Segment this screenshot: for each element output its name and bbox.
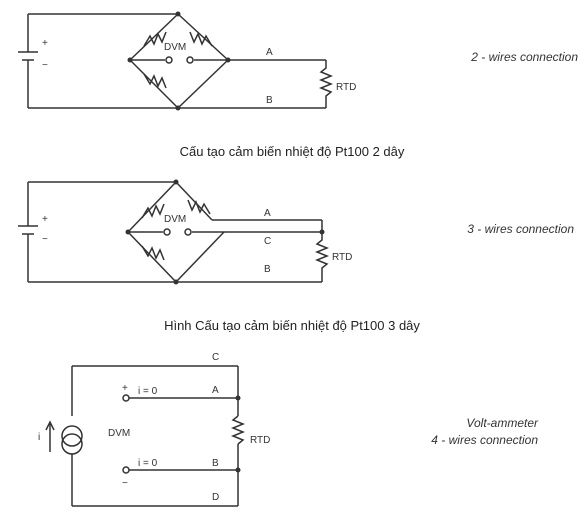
current-label: i (38, 432, 40, 443)
dvm-terminal (165, 56, 173, 64)
polarity-minus: − (42, 60, 48, 71)
rtd-label: RTD (332, 252, 352, 263)
dvm-label: DVM (164, 214, 186, 225)
wire-label-a: A (264, 208, 271, 219)
dvm-label: DVM (108, 428, 130, 439)
wire-label-d: D (212, 492, 219, 503)
connection-label-line2: 4 - wires connection (431, 433, 538, 447)
wire-label-a: A (212, 385, 219, 396)
current-source-symbol (61, 425, 83, 447)
dvm-terminal (122, 466, 130, 474)
polarity-plus: + (122, 383, 128, 394)
polarity-minus: − (122, 478, 128, 489)
wire-label-c: C (212, 352, 219, 363)
polarity-minus: − (42, 234, 48, 245)
dvm-terminal (186, 56, 194, 64)
wheatstone-bridge (129, 13, 229, 109)
connection-label-line1: Volt-ammeter (466, 416, 538, 430)
dvm-label: DVM (164, 42, 186, 53)
rtd-label: RTD (250, 435, 270, 446)
rtd-resistor (230, 415, 246, 445)
zero-current-label: i = 0 (138, 458, 158, 469)
wire-label-b: B (266, 95, 273, 106)
dvm-terminal (122, 394, 130, 402)
rtd-resistor (318, 60, 334, 108)
four-wire-circuit (45, 365, 246, 507)
wire-label-c: C (264, 236, 271, 247)
wire-label-b: B (264, 264, 271, 275)
rtd-resistor (314, 220, 330, 282)
figure-caption: Hình Cấu tạo cảm biến nhiệt độ Pt100 3 d… (164, 318, 420, 333)
rtd-label: RTD (336, 82, 356, 93)
battery-symbol (18, 182, 38, 282)
polarity-plus: + (42, 214, 48, 225)
dvm-terminal (163, 228, 171, 236)
wheatstone-bridge (127, 181, 225, 283)
wire-label-b: B (212, 458, 219, 469)
polarity-plus: + (42, 38, 48, 49)
three-wire-circuit (18, 181, 330, 283)
connection-label: 2 - wires connection (471, 50, 578, 64)
connection-label: 3 - wires connection (467, 222, 574, 236)
wire-label-a: A (266, 47, 273, 58)
battery-symbol (18, 14, 38, 108)
figure-caption: Cấu tạo cảm biến nhiệt độ Pt100 2 dây (179, 144, 405, 159)
zero-current-label: i = 0 (138, 386, 158, 397)
dvm-terminal (184, 228, 192, 236)
two-wire-circuit (18, 13, 334, 109)
